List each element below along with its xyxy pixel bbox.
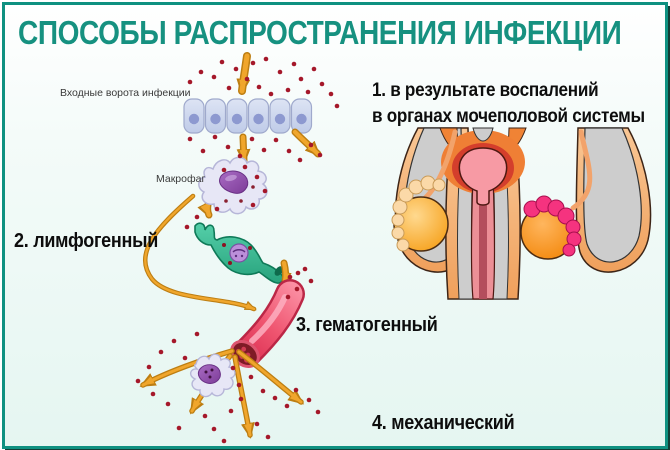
lymph-vessel-illustration [194,222,284,284]
entry-arrow [236,52,251,95]
healthy-epididymis-icon [391,175,446,252]
inflamed-epididymis-icon [523,195,582,257]
method-4-label: 4. механический [372,412,515,434]
poster-title: СПОСОБЫ РАСПРОСТРАНЕНИЯ ИНФЕКЦИИ [18,14,622,51]
entry-gates-label: Входные ворота инфекции [60,87,191,99]
macrophage-illustration [198,156,268,215]
lymph-exit-arrow [280,259,292,285]
macrophage-at-vessel-icon [190,353,236,398]
bacteria-dots [135,56,340,444]
method-1-line2-label: в органах мочеполовой системы [372,106,645,127]
genitourinary-organs-illustration [391,127,652,300]
macrophage-label: Макрофаг [156,173,206,185]
lymph-flow-curve-arrow [142,193,257,312]
method-3-label: 3. гематогенный [296,314,438,336]
epithelial-cells-illustration [183,98,313,134]
blood-vessel-illustration [230,279,305,368]
method-2-label: 2. лимфогенный [14,230,159,252]
method-1-line1-label: 1. в результате воспалений [372,80,599,101]
